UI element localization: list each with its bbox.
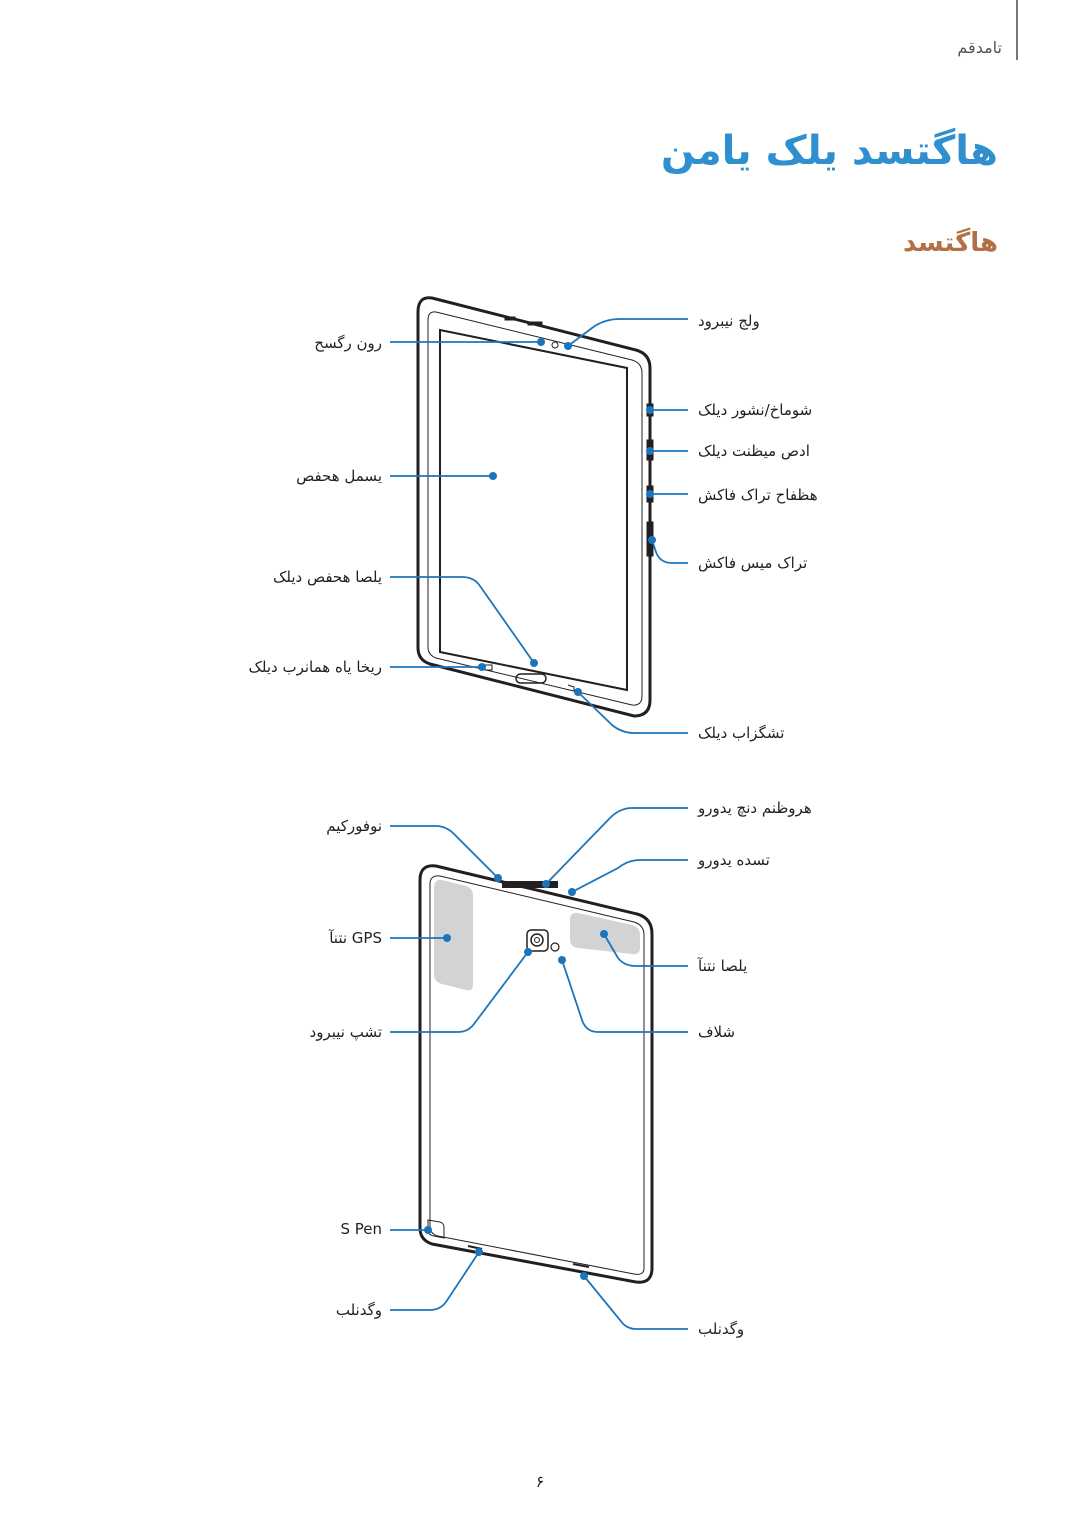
label-home-key: یلصا هحفص دیلک xyxy=(272,568,382,586)
front-callouts xyxy=(390,318,688,734)
label-rear-camera: تشپ نیبرود xyxy=(309,1023,382,1041)
label-touchscreen: یسمل هحفص xyxy=(296,467,382,485)
section-label: تامدقم xyxy=(957,38,1002,57)
label-multipurpose-jack: هروظنم دنچ یدورو xyxy=(698,799,812,817)
label-back-key: تشگزاب دیلک xyxy=(698,724,785,742)
tablet-front-view xyxy=(416,296,654,718)
page-number: ۶ xyxy=(535,1472,545,1491)
label-main-antenna: یلصا نتنآ xyxy=(698,957,748,975)
label-speaker-left: وگدنلب xyxy=(335,1301,382,1319)
label-recent-apps-key: ریخا یاه همانرب دیلک xyxy=(248,658,382,676)
label-power-key: شوماخ/نشور دیلک xyxy=(698,401,813,419)
section-heading: هاگتسد xyxy=(903,228,998,258)
back-callouts xyxy=(390,807,688,1330)
page-title: هاگتسد یلک یامن xyxy=(660,128,998,174)
label-memory-card-slot: هظفاح تراک فاکش xyxy=(698,486,818,504)
header-divider xyxy=(1016,0,1018,60)
label-volume-key: ادص میظنت دیلک xyxy=(698,442,810,460)
label-microphone: نوفورکیم xyxy=(326,817,382,835)
label-gps-antenna: GPS نتنآ xyxy=(329,929,382,947)
front-callout-dots xyxy=(478,338,656,696)
label-headset-jack: تسده یدورو xyxy=(698,851,770,869)
label-sim-card-slot: تراک میس فاکش xyxy=(698,554,808,572)
label-s-pen: S Pen xyxy=(340,1220,382,1238)
label-speaker-right: وگدنلب xyxy=(698,1320,745,1338)
label-flash: شلاف xyxy=(698,1023,736,1041)
back-callout-dots xyxy=(424,874,608,1280)
label-front-camera: ولج نیبرود xyxy=(698,312,760,330)
tablet-back-view xyxy=(418,864,654,1284)
label-light-sensor: رون رگسح xyxy=(314,334,382,352)
